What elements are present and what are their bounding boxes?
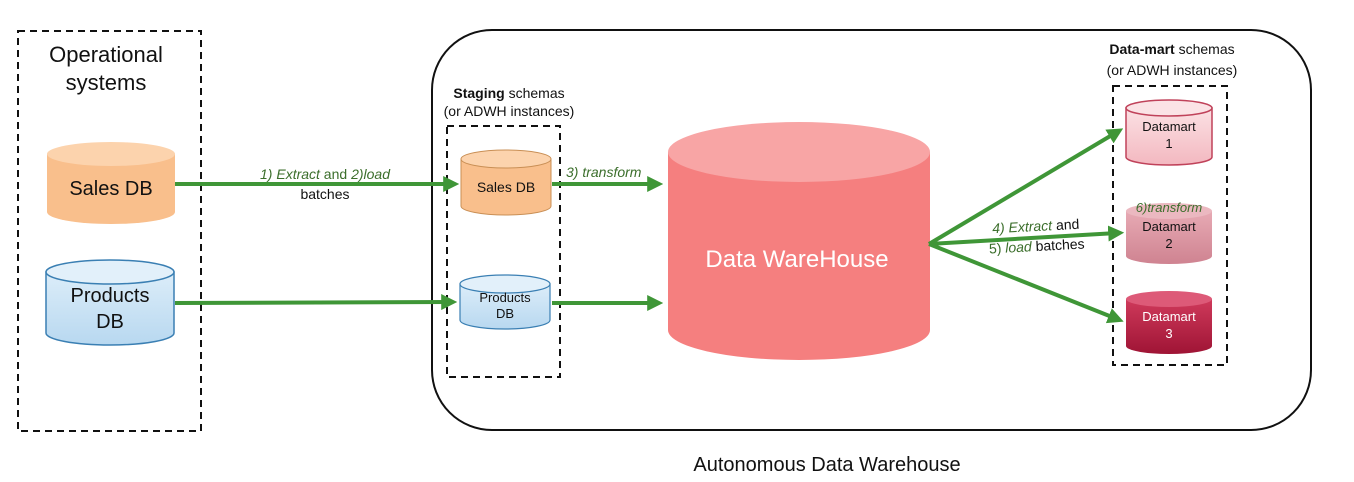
staging-sales-db-cylinder — [460, 149, 552, 216]
arrow-warehouse-to-datamart-3 — [928, 242, 1124, 324]
arrow-warehouse-to-datamart-2 — [928, 225, 1125, 246]
products-db-cylinder — [45, 259, 175, 346]
arrow-products-to-staging — [174, 294, 458, 311]
staging-box — [446, 125, 561, 378]
operational-title: Operational — [49, 42, 163, 67]
staging-sales-db-label: Sales DB — [477, 179, 535, 195]
datamart-3-cylinder — [1126, 291, 1212, 354]
datamart-2-label: Datamart — [1142, 219, 1196, 234]
sales-db-label: Sales DB — [69, 178, 152, 200]
staging-title: Staging schemas — [453, 85, 564, 101]
batches-label: batches — [300, 186, 349, 202]
operational-title: systems — [66, 70, 147, 95]
transform-label: 3) transform — [566, 164, 642, 180]
datamart-1-cylinder — [1125, 99, 1213, 166]
sales-db-cylinder — [47, 142, 175, 224]
data-warehouse-cylinder — [668, 122, 930, 360]
extract-load-label: 1) Extract and 2)load — [260, 166, 391, 182]
autonomous-dw-container — [431, 29, 1312, 431]
datamart-6-transform-label: 6)transform — [1136, 200, 1203, 215]
extract-and-label: 4) Extract and — [992, 216, 1080, 237]
datamart-2-cylinder — [1126, 203, 1212, 264]
datamart-3-label: Datamart — [1142, 309, 1196, 324]
products-db-label: DB — [96, 311, 124, 333]
products-db-label: Products — [71, 285, 150, 307]
datamart-box — [1112, 85, 1228, 366]
staging-products-db-label: Products — [479, 290, 531, 305]
datamart-2-label: 2 — [1165, 236, 1172, 251]
footer-caption: Autonomous Data Warehouse — [693, 454, 960, 476]
staging-products-db-cylinder — [459, 274, 551, 330]
staging-subtitle: (or ADWH instances) — [444, 103, 575, 119]
datamart-3-label: 3 — [1165, 326, 1172, 341]
load-batches-label: 5) load batches — [989, 236, 1085, 257]
staging-products-db-label: DB — [496, 306, 514, 321]
datamart-1-label: 1 — [1165, 136, 1172, 151]
datamart-title: Data-mart schemas — [1109, 41, 1234, 57]
arrow-warehouse-to-datamart-1 — [927, 128, 1124, 246]
data-warehouse-label: Data WareHouse — [705, 246, 888, 273]
datamart-subtitle: (or ADWH instances) — [1107, 62, 1238, 78]
operational-systems-box — [17, 30, 202, 432]
datamart-1-label: Datamart — [1142, 119, 1196, 134]
